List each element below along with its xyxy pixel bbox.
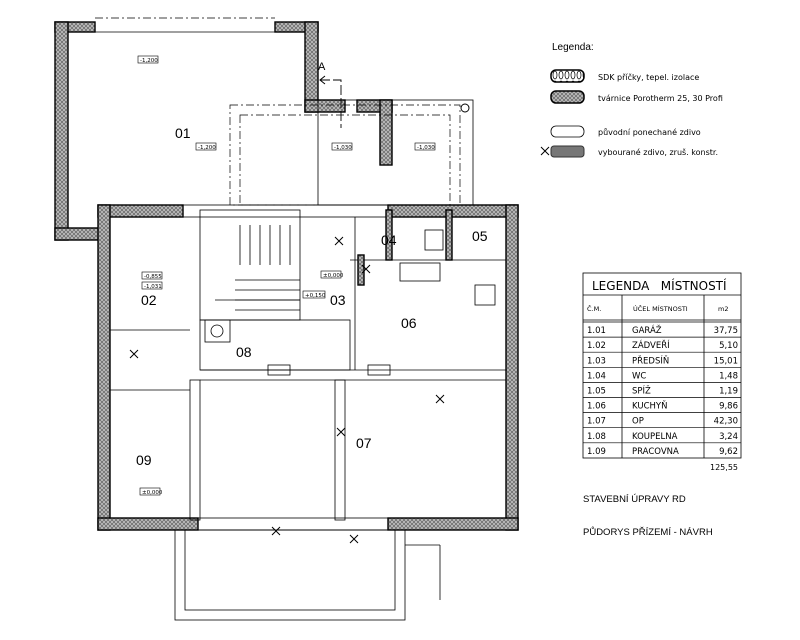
- row-number: 1.01: [587, 326, 606, 336]
- row-area: 9,62: [719, 447, 738, 457]
- room-02: 02: [141, 292, 157, 308]
- demolished-marks: [129, 236, 445, 544]
- legend: Legenda: SDK příčky, tepel. izolace tvár…: [540, 42, 723, 158]
- legend-title: Legenda:: [552, 42, 594, 53]
- section-marker-a: A: [318, 61, 342, 128]
- table-row: 1.08 KOUPELNA 3,24: [583, 432, 741, 444]
- room-01: 01: [175, 125, 191, 141]
- room-07: 07: [356, 435, 372, 451]
- table-row: 1.05 SPÍŽ 1,19: [583, 385, 741, 398]
- row-number: 1.03: [587, 356, 606, 366]
- room-05: 05: [472, 228, 488, 244]
- row-number: 1.02: [587, 341, 606, 351]
- room-04: 04: [381, 232, 397, 248]
- table-row: 1.01 GARÁŽ 37,75: [583, 324, 741, 338]
- garage-walls: [54, 17, 393, 241]
- row-number: 1.09: [587, 447, 606, 457]
- row-purpose: PRACOVNA: [632, 447, 679, 457]
- demolished-symbol-icon: [550, 145, 585, 158]
- row-purpose: PŘEDSÍŇ: [632, 354, 669, 366]
- room-table-title: LEGENDA MÍSTNOSTÍ: [592, 278, 727, 293]
- terrace-outline: [229, 99, 474, 206]
- level-tag: -1,030: [417, 145, 435, 151]
- legend-item-label: SDK příčky, tepel. izolace: [598, 72, 699, 82]
- fixtures: [204, 229, 496, 376]
- row-number: 1.06: [587, 402, 606, 412]
- table-row: 1.02 ZÁDVEŘÍ 5,10: [583, 339, 741, 353]
- level-tag: -1,030: [334, 145, 352, 151]
- bottom-terrace: [174, 529, 441, 621]
- header-number: Č.M.: [587, 304, 601, 313]
- section-label: A: [318, 61, 326, 73]
- room-numbers: 01 02 03 04 05 06 07 08 09: [136, 125, 488, 468]
- row-number: 1.08: [587, 432, 606, 442]
- table-row: 1.07 OP 42,30: [583, 417, 741, 429]
- header-area: m2: [718, 305, 728, 313]
- row-area: 3,24: [719, 432, 738, 442]
- row-purpose: SPÍŽ: [632, 385, 651, 397]
- room-09: 09: [136, 452, 152, 468]
- level-tag: -1,200: [140, 58, 158, 64]
- room-table-total: 125,55: [710, 463, 738, 472]
- house-walls: [97, 204, 519, 531]
- room-03: 03: [330, 292, 346, 308]
- row-area: 37,75: [714, 326, 738, 336]
- row-purpose: WC: [632, 371, 646, 381]
- level-tag: +0,150: [305, 293, 326, 299]
- original-wall-symbol-icon: [550, 125, 585, 138]
- sdk-symbol-icon: [550, 69, 585, 83]
- level-tag: -1,031: [144, 284, 162, 290]
- row-area: 15,01: [714, 356, 738, 366]
- drawing-title: PŮDORYS PŘÍZEMÍ - NÁVRH: [583, 526, 713, 538]
- stairs: [215, 225, 300, 311]
- room-06: 06: [401, 315, 417, 331]
- row-purpose: KOUPELNA: [632, 432, 678, 442]
- row-area: 9,86: [719, 402, 738, 412]
- row-purpose: GARÁŽ: [632, 324, 662, 336]
- header-purpose: ÚČEL MÍSTNOSTI: [633, 304, 688, 313]
- row-area: 5,10: [719, 341, 738, 351]
- level-tag: -1,200: [198, 145, 216, 151]
- level-tag: ±0,000: [142, 490, 163, 496]
- legend-item-label: původní ponechané zdivo: [598, 127, 701, 137]
- room-08: 08: [236, 344, 252, 360]
- row-area: 42,30: [714, 417, 738, 427]
- level-tags: -1,200 -1,200 -1,030 -1,030 -0,855 -1,03…: [137, 55, 436, 496]
- project-title: STAVEBNÍ ÚPRAVY RD: [583, 494, 686, 505]
- room-table: LEGENDA MÍSTNOSTÍ Č.M. ÚČEL MÍSTNOSTI m2…: [582, 272, 742, 472]
- table-row: 1.03 PŘEDSÍŇ 15,01: [583, 354, 741, 368]
- row-purpose: ZÁDVEŘÍ: [632, 339, 670, 351]
- row-purpose: OP: [632, 417, 644, 427]
- row-number: 1.07: [587, 417, 606, 427]
- row-area: 1,48: [719, 371, 738, 381]
- row-purpose: KUCHYŇ: [632, 401, 667, 412]
- table-row: 1.06 KUCHYŇ 9,86: [583, 401, 741, 413]
- row-area: 1,19: [719, 387, 738, 397]
- table-row: 1.04 WC 1,48: [583, 371, 741, 383]
- legend-item-label: tvárnice Porotherm 25, 30 Profi: [598, 94, 723, 103]
- level-tag: ±0,000: [323, 273, 344, 279]
- porotherm-symbol-icon: [550, 90, 585, 104]
- row-number: 1.04: [587, 371, 606, 381]
- cross-icon: [540, 146, 550, 156]
- row-number: 1.05: [587, 387, 606, 397]
- legend-item-label: vybourané zdivo, zruš. konstr.: [598, 147, 718, 157]
- table-row: 1.09 PRACOVNA 9,62: [587, 447, 738, 457]
- level-tag: -0,855: [144, 274, 162, 280]
